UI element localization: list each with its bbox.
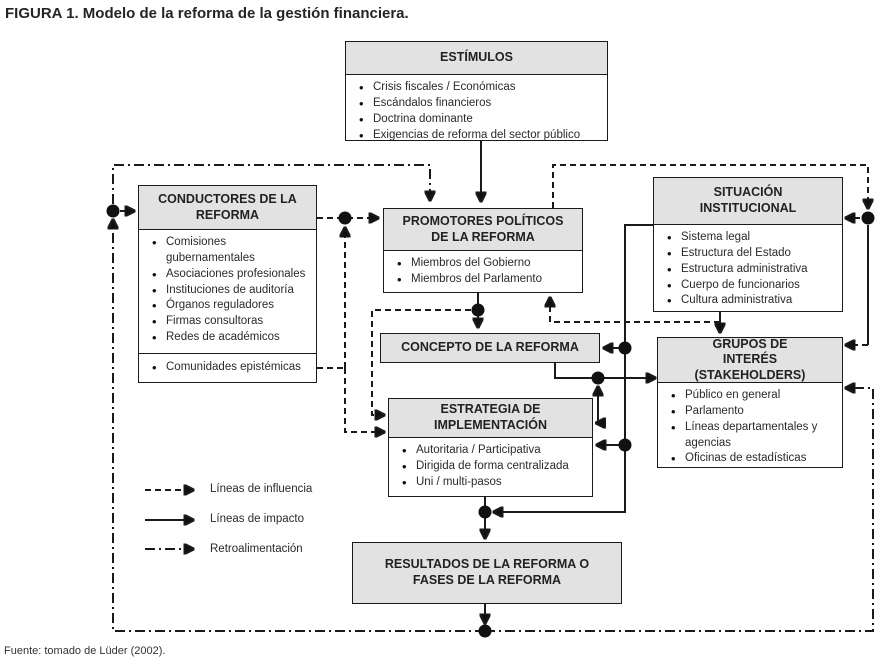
list-item: Asociaciones profesionales: [149, 266, 308, 284]
list-item: Firmas consultoras: [149, 313, 308, 331]
box-estrategia-title: ESTRATEGIA DE IMPLEMENTACIÓN: [389, 399, 592, 438]
box-concepto-title: CONCEPTO DE LA REFORMA: [381, 334, 599, 362]
box-promotores: PROMOTORES POLÍTICOS DE LA REFORMA Miemb…: [383, 208, 583, 293]
box-estrategia-list: Autoritaria / ParticipativaDirigida de f…: [389, 438, 592, 496]
junction-node-promotores: [471, 303, 485, 317]
box-grupos: GRUPOS DE INTERÉS (STAKEHOLDERS) Público…: [657, 337, 843, 468]
box-estimulos-title: ESTÍMULOS: [346, 42, 607, 75]
box-estimulos: ESTÍMULOS Crisis fiscales / EconómicasEs…: [345, 41, 608, 144]
list-item: Oficinas de estadísticas: [668, 450, 834, 468]
box-conductores: CONDUCTORES DE LA REFORMA Comisiones gub…: [138, 185, 317, 383]
list-item: Redes de académicos: [149, 329, 308, 347]
junction-node-concepto: [618, 341, 632, 355]
box-grupos-list: Público en generalParlamentoLíneas depar…: [658, 383, 842, 471]
box-estrategia: ESTRATEGIA DE IMPLEMENTACIÓN Autoritaria…: [388, 398, 593, 497]
box-promotores-title: PROMOTORES POLÍTICOS DE LA REFORMA: [384, 209, 582, 251]
junction-node-estrategia: [618, 438, 632, 452]
list-item: Miembros del Gobierno: [394, 255, 574, 273]
legend-label-retroalimentacion: Retroalimentación: [210, 543, 303, 555]
box-concepto: CONCEPTO DE LA REFORMA: [380, 333, 600, 363]
box-conductores-list: Comisiones gubernamentalesAsociaciones p…: [139, 230, 316, 353]
legend-label-influencia: Líneas de influencia: [210, 483, 313, 495]
junction-node-bottom: [478, 624, 492, 638]
list-item: Uni / multi-pasos: [399, 474, 584, 492]
list-item: Crisis fiscales / Económicas: [356, 79, 599, 97]
line-junction-to-estrategia-left: [344, 368, 384, 432]
figure-source: Fuente: tomado de Lüder (2002).: [4, 645, 166, 657]
legend-label-impacto: Líneas de impacto: [210, 513, 304, 525]
junction-node-resultados: [478, 505, 492, 519]
list-item: Comisiones gubernamentales: [149, 234, 308, 267]
box-promotores-list: Miembros del GobiernoMiembros del Parlam…: [384, 251, 582, 292]
box-situacion-list: Sistema legalEstructura del EstadoEstruc…: [654, 225, 842, 313]
box-estimulos-list: Crisis fiscales / EconómicasEscándalos f…: [346, 75, 607, 147]
list-item: Sistema legal: [664, 229, 834, 247]
list-item: Escándalos financieros: [356, 95, 599, 113]
box-conductores-title: CONDUCTORES DE LA REFORMA: [139, 186, 316, 230]
box-situacion: SITUACIÓN INSTITUCIONAL Sistema legalEst…: [653, 177, 843, 312]
box-resultados: RESULTADOS DE LA REFORMA O FASES DE LA R…: [352, 542, 622, 604]
list-item: Miembros del Parlamento: [394, 271, 574, 289]
list-item: Estructura administrativa: [664, 261, 834, 279]
list-item: Doctrina dominante: [356, 111, 599, 129]
junction-node-conductores: [338, 211, 352, 225]
junction-node-grupos-link: [591, 371, 605, 385]
box-conductores-sublist: Comunidades epistémicas: [139, 353, 316, 382]
line-junction-into-estrategia: [597, 408, 599, 423]
figure-title: FIGURA 1. Modelo de la reforma de la ges…: [5, 5, 409, 22]
list-item: Cuerpo de funcionarios: [664, 277, 834, 295]
list-item: Líneas departamentales y agencias: [668, 419, 834, 452]
box-situacion-title: SITUACIÓN INSTITUCIONAL: [654, 178, 842, 225]
box-resultados-title: RESULTADOS DE LA REFORMA O FASES DE LA R…: [353, 543, 621, 603]
list-item: Autoritaria / Participativa: [399, 442, 584, 460]
junction-node-right-top: [861, 211, 875, 225]
list-item: Comunidades epistémicas: [149, 359, 308, 377]
junction-node-left: [106, 204, 120, 218]
list-item: Instituciones de auditoría: [149, 282, 308, 300]
list-item: Órganos reguladores: [149, 297, 308, 315]
list-item: Cultura administrativa: [664, 292, 834, 310]
list-item: Exigencias de reforma del sector público: [356, 127, 599, 145]
list-item: Estructura del Estado: [664, 245, 834, 263]
list-item: Público en general: [668, 387, 834, 405]
box-grupos-title: GRUPOS DE INTERÉS (STAKEHOLDERS): [658, 337, 842, 383]
list-item: Dirigida de forma centralizada: [399, 458, 584, 476]
line-concepto-to-grupos: [554, 363, 655, 378]
list-item: Parlamento: [668, 403, 834, 421]
